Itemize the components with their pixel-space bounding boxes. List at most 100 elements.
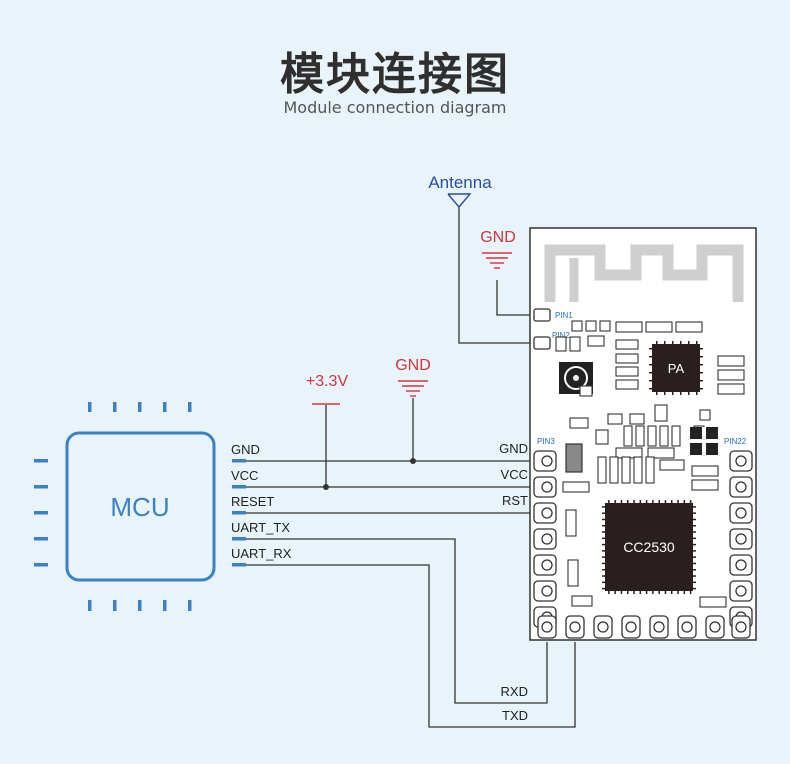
chip-pin-tick xyxy=(693,531,696,533)
crystal xyxy=(565,443,583,473)
mcu-right-pins xyxy=(232,459,246,567)
chip-pin-tick xyxy=(639,500,642,503)
junction-gnd xyxy=(410,458,416,464)
chip-pin-tick xyxy=(696,341,698,344)
antenna-label: Antenna xyxy=(428,173,492,192)
chip-pin-tick xyxy=(602,550,605,552)
chip-pin-tick xyxy=(614,591,616,594)
chip-pin-tick xyxy=(693,587,696,590)
bottom-castellated-pins xyxy=(537,615,751,639)
page-subtitle: Module connection diagram xyxy=(283,98,507,117)
chip-pin-tick xyxy=(683,500,686,503)
mcu-label: MCU xyxy=(110,492,169,522)
chip-pin-tick xyxy=(693,537,696,540)
module-board: PIN1 PIN2 PIN3 PIN22 GND VCC RST RXD TXD… xyxy=(499,227,757,723)
wire-antenna-gnd xyxy=(496,280,534,316)
chip-pin-tick xyxy=(656,341,658,344)
mcu-pin-uart-rx: UART_RX xyxy=(231,546,292,561)
chip-pin-tick xyxy=(688,392,690,395)
chip-pin-tick xyxy=(633,500,635,503)
mcu-top-pins xyxy=(88,402,192,412)
chip-pin-tick xyxy=(664,591,667,594)
chip-pin-tick xyxy=(693,506,696,508)
chip-pin-tick xyxy=(677,591,679,594)
pin22-label: PIN22 xyxy=(724,437,747,446)
chip-pin-tick xyxy=(620,591,623,594)
chip-pin-tick xyxy=(649,364,652,366)
chip-pin-tick xyxy=(608,500,610,503)
chip-pin-tick xyxy=(602,581,605,584)
chip-pin-tick xyxy=(693,575,696,577)
chip-pin-tick xyxy=(677,500,679,503)
cc2530-label: CC2530 xyxy=(623,539,675,555)
chip-pin-tick xyxy=(693,518,696,521)
chip-pin-tick xyxy=(649,388,652,390)
wire-uart-rx xyxy=(246,564,576,728)
chip-pin-tick xyxy=(649,380,652,382)
chip-pin-tick xyxy=(671,591,673,594)
chip-pin-tick xyxy=(639,591,642,594)
module-pin-vcc: VCC xyxy=(501,467,528,482)
page-title: 模块连接图 xyxy=(280,49,510,100)
cc2530-chip xyxy=(605,503,693,591)
chip-pin-tick xyxy=(627,500,629,503)
chip-pin-tick xyxy=(608,591,610,594)
chip-pin-tick xyxy=(700,356,703,358)
gnd-supply-label: GND xyxy=(395,357,431,374)
chip-pin-tick xyxy=(602,569,605,571)
chip-pin-tick xyxy=(649,356,652,358)
chip-pin-tick xyxy=(658,591,660,594)
chip-pin-tick xyxy=(700,372,703,374)
chip-pin-tick xyxy=(700,388,703,390)
mcu-pin-vcc: VCC xyxy=(231,468,258,483)
chip-pin-tick xyxy=(683,591,686,594)
chip-pin-tick xyxy=(620,500,623,503)
supply-3v3-label: +3.3V xyxy=(306,373,349,390)
junction-vcc xyxy=(323,484,329,490)
gnd-antenna-label: GND xyxy=(480,229,516,246)
wire-antenna xyxy=(458,207,534,344)
switch-component xyxy=(690,427,718,455)
chip-pin-tick xyxy=(602,531,605,533)
chip-pin-tick xyxy=(689,591,692,594)
pa-chip xyxy=(652,344,700,392)
pa-label: PA xyxy=(668,361,685,376)
chip-pin-tick xyxy=(645,500,648,503)
chip-pin-tick xyxy=(664,500,667,503)
chip-pin-tick xyxy=(602,587,605,590)
chip-pin-tick xyxy=(672,392,674,395)
chip-pin-tick xyxy=(645,591,648,594)
chip-pin-tick xyxy=(602,525,605,527)
pin1-label: PIN1 xyxy=(555,311,573,320)
mcu-chip: MCU xyxy=(34,402,246,611)
mcu-pin-uart-tx: UART_TX xyxy=(231,520,290,535)
chip-pin-tick xyxy=(649,348,652,350)
chip-pin-tick xyxy=(602,562,605,565)
chip-pin-tick xyxy=(614,500,616,503)
chip-pin-tick xyxy=(672,341,674,344)
mcu-pin-gnd: GND xyxy=(231,442,260,457)
chip-pin-tick xyxy=(602,556,605,558)
chip-pin-tick xyxy=(652,500,654,503)
chip-pin-tick xyxy=(627,591,629,594)
mcu-pin-reset: RESET xyxy=(231,494,274,509)
module-pin-gnd: GND xyxy=(499,441,528,456)
chip-pin-tick xyxy=(602,575,605,577)
module-pin-rst: RST xyxy=(502,493,528,508)
chip-pin-tick xyxy=(693,550,696,552)
pin3-label: PIN3 xyxy=(537,437,555,446)
chip-pin-tick xyxy=(656,392,658,395)
chip-pin-tick xyxy=(680,392,682,395)
chip-pin-tick xyxy=(693,512,696,514)
chip-pin-tick xyxy=(602,518,605,521)
chip-pin-tick xyxy=(693,556,696,558)
pin2-label: PIN2 xyxy=(552,331,570,340)
chip-pin-tick xyxy=(649,372,652,374)
chip-pin-tick xyxy=(693,581,696,584)
module-pin-txd: TXD xyxy=(502,708,528,723)
chip-pin-tick xyxy=(688,341,690,344)
chip-pin-tick xyxy=(693,562,696,565)
chip-pin-tick xyxy=(693,569,696,571)
chip-pin-tick xyxy=(602,543,605,546)
